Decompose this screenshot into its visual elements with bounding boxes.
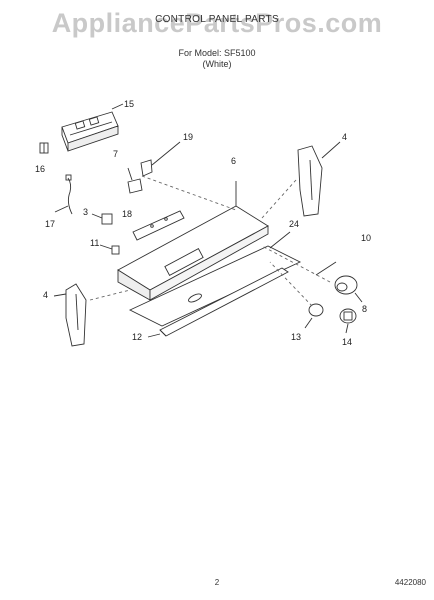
part-knob-13: [304, 303, 324, 329]
callout-6: 6: [231, 156, 236, 166]
callout-4-left: 4: [43, 290, 48, 300]
callout-19: 19: [183, 132, 193, 142]
watermark: AppliancePartsPros.com: [51, 8, 383, 38]
callout-12: 12: [132, 332, 142, 342]
callout-16: 16: [35, 164, 45, 174]
part-clip-11: [99, 244, 120, 255]
part-clip-16: [39, 142, 49, 154]
part-trim-24: [128, 231, 302, 327]
document-number: 4422080: [394, 578, 426, 587]
part-end-cap-left: [53, 283, 87, 347]
callout-18: 18: [122, 209, 132, 219]
part-end-cap-right: [297, 141, 341, 217]
callout-10: 10: [361, 233, 371, 243]
diagram-title: CONTROL PANEL PARTS: [155, 14, 279, 25]
callout-15: 15: [124, 99, 134, 109]
part-switch-7: [127, 167, 143, 194]
part-wire-17: [54, 174, 73, 215]
callout-8: 8: [362, 304, 367, 314]
callout-11: 11: [90, 238, 99, 248]
part-electronic-control: [61, 103, 124, 152]
part-trim-12: [147, 267, 289, 338]
callout-13: 13: [291, 332, 301, 342]
callout-24: 24: [289, 219, 299, 229]
callout-7: 7: [113, 149, 118, 159]
page-number: 2: [214, 578, 220, 587]
model-line: For Model: SF5100: [178, 48, 256, 58]
callout-14: 14: [342, 337, 352, 347]
part-socket-3: [91, 213, 113, 225]
callout-4-right: 4: [342, 132, 347, 142]
part-plate-18: [132, 210, 185, 241]
variant-label: (White): [202, 59, 232, 69]
part-knob-8: [315, 261, 363, 303]
part-control-panel-6: [117, 181, 269, 301]
part-knob-14: [339, 308, 357, 334]
leader-lines: [89, 175, 331, 307]
callout-3: 3: [83, 207, 88, 217]
callout-17: 17: [45, 219, 55, 229]
part-bracket-19: [140, 141, 181, 177]
